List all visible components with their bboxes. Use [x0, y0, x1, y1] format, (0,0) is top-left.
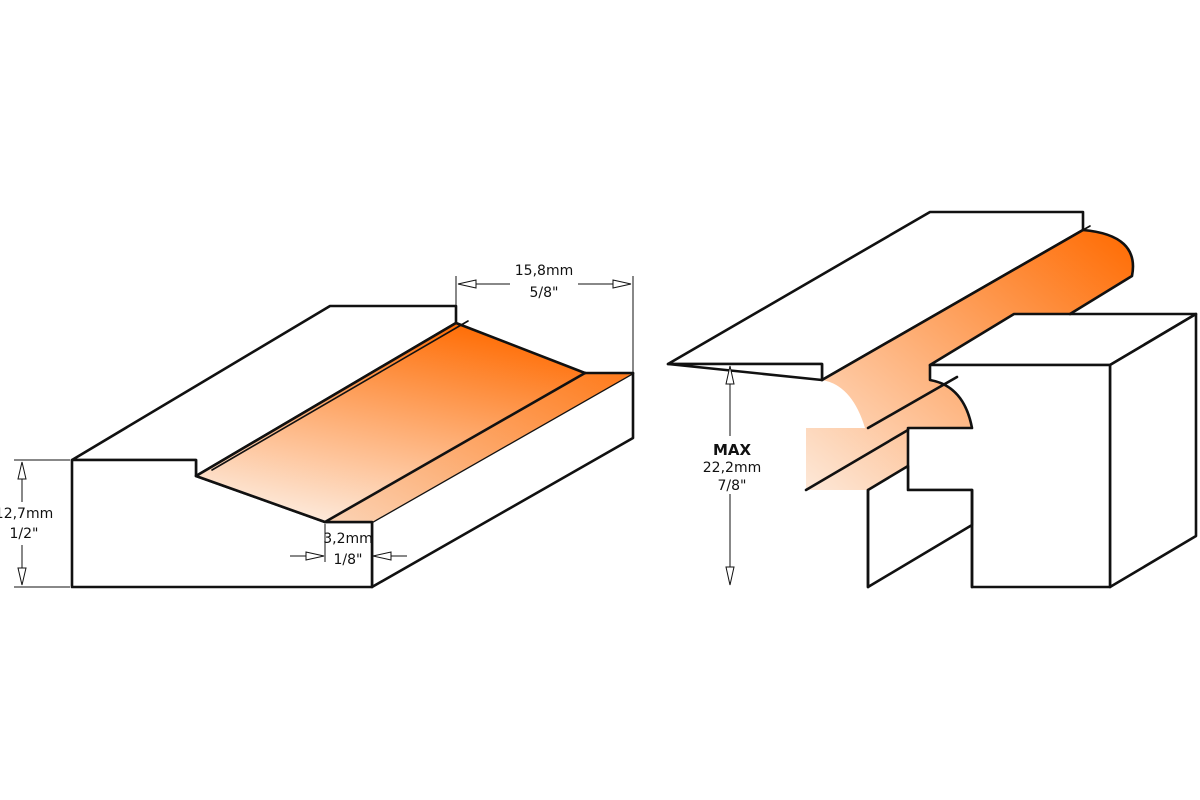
dim-step-width-inch: 1/8" — [334, 552, 363, 568]
dim-step-width: 3,2mm 1/8" — [290, 524, 407, 568]
dim-top-width: 15,8mm 5/8" — [455, 263, 634, 373]
dim-height: 12,7mm 1/2" — [0, 459, 70, 588]
dim-depth: MAX 22,2mm 7/8" — [703, 365, 761, 586]
dim-height-inch: 1/2" — [10, 526, 39, 542]
dim-max-label: MAX — [713, 441, 752, 459]
right-cove-surface — [806, 230, 1133, 490]
dim-height-mm: 12,7mm — [0, 506, 53, 522]
right-workpiece — [666, 210, 1198, 589]
left-rebate-ledge — [325, 373, 633, 522]
dim-top-width-mm: 15,8mm — [515, 263, 573, 279]
left-rebate-surface — [196, 323, 585, 522]
dim-top-width-inch: 5/8" — [530, 285, 559, 301]
dim-step-width-mm: 3,2mm — [323, 531, 373, 547]
dim-depth-mm: 22,2mm — [703, 460, 761, 476]
left-workpiece — [70, 304, 635, 589]
right-back-front-face — [666, 362, 824, 382]
dim-depth-inch: 7/8" — [718, 478, 747, 494]
